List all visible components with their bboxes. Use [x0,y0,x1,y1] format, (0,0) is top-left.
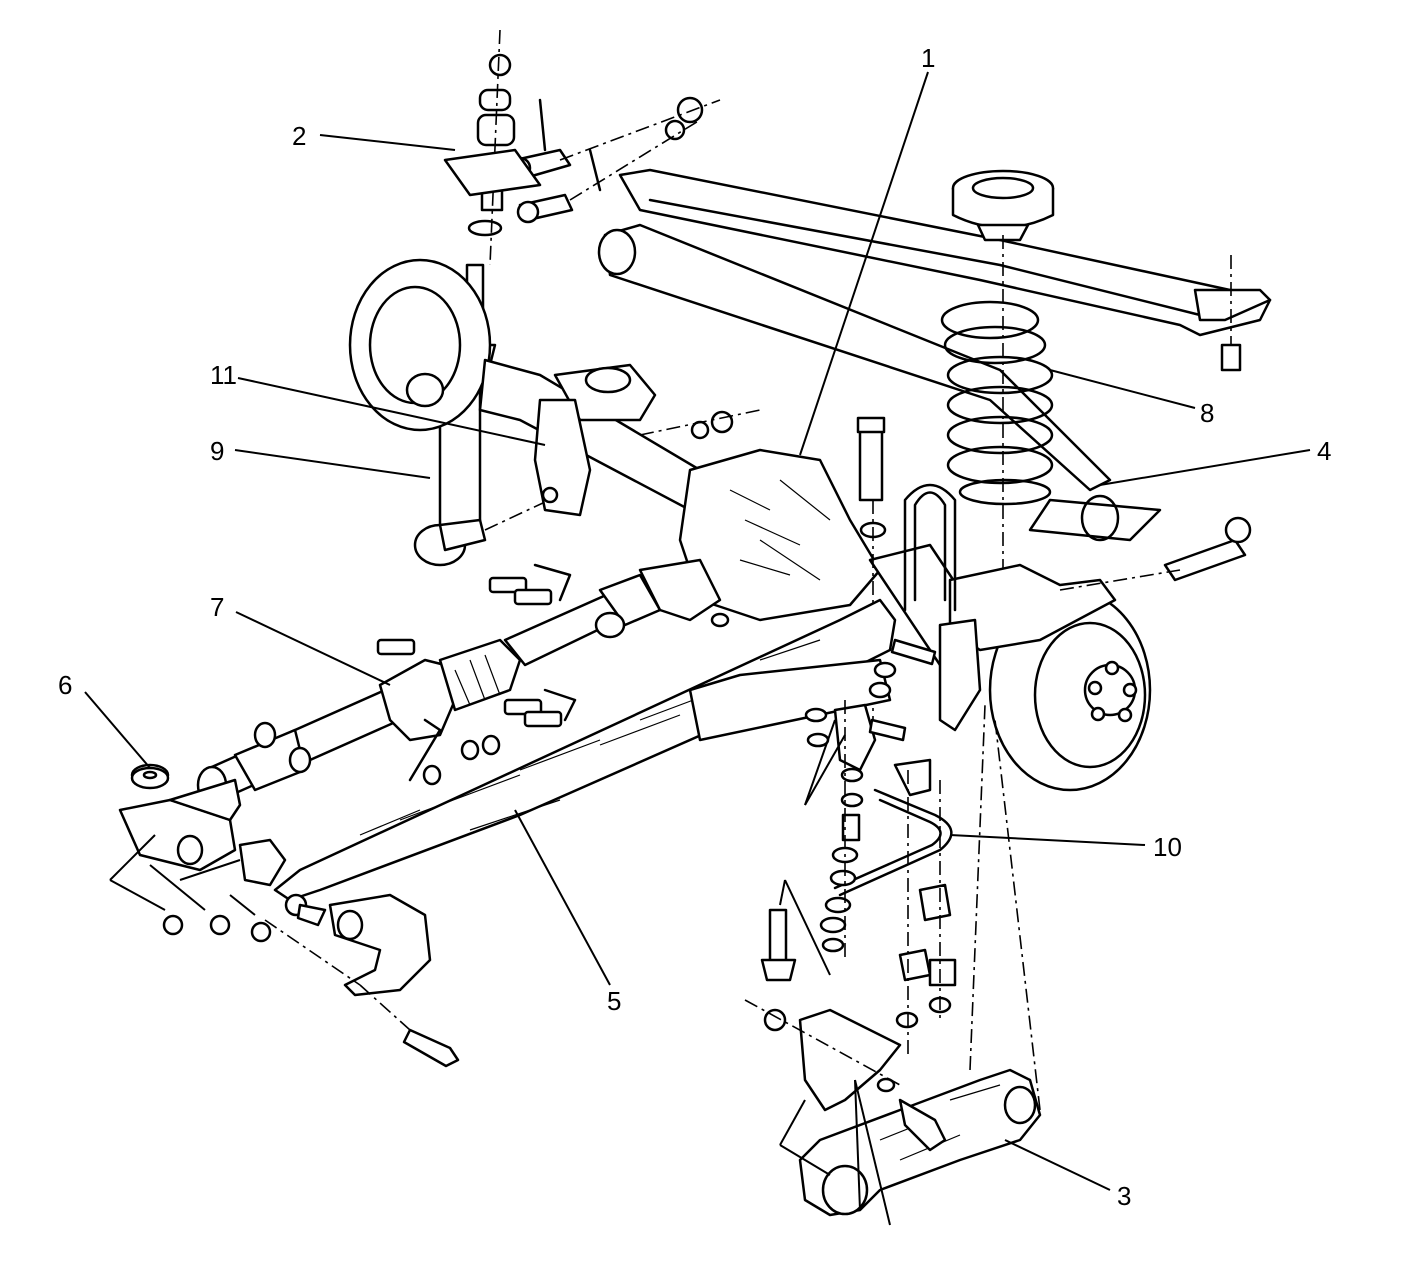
washer [130,766,170,790]
callout-2: 2 [292,121,306,151]
callout-10: 10 [1153,832,1182,862]
callout-11: 11 [210,360,237,390]
lower-control-arm [744,704,1042,1226]
callout-8: 8 [1200,398,1214,428]
callout-labels: 1 2 3 4 5 6 7 8 9 10 11 [58,43,1331,1211]
callout-9: 9 [210,436,224,466]
propeller-shaft [196,558,730,805]
callout-7: 7 [210,592,224,622]
callout-4: 4 [1317,436,1331,466]
callout-6: 6 [58,670,72,700]
rear-axle [348,258,1252,792]
lower-trailing-arm [273,598,897,927]
callout-3: 3 [1117,1181,1131,1211]
callout-5: 5 [607,986,621,1016]
coil-spring [940,169,1055,590]
callout-leaders [84,71,1311,1191]
stabilizer-bar [760,638,957,1055]
trailing-arm-front-bracket [109,763,460,1068]
callout-1: 1 [921,43,935,73]
